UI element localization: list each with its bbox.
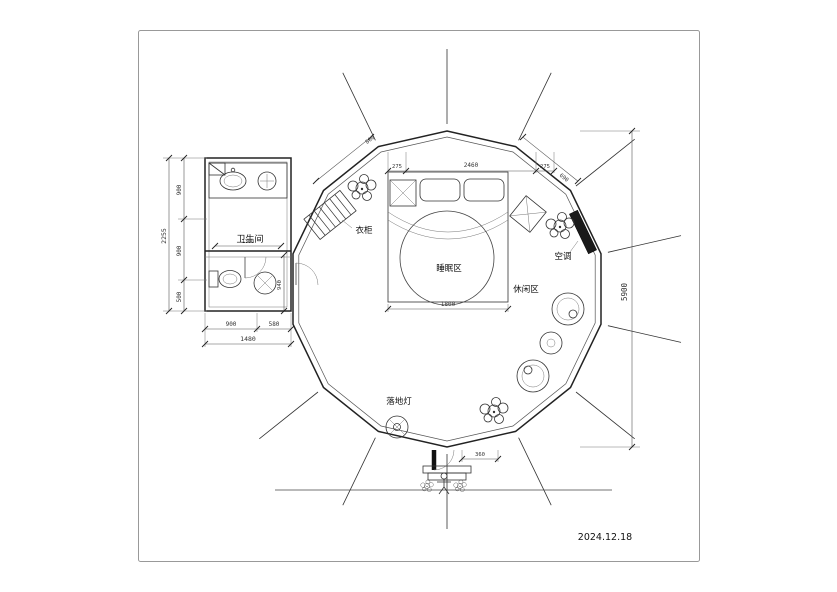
pillow <box>463 178 505 202</box>
date-stamp: 2024.12.18 <box>578 532 632 543</box>
label-floor-lamp: 落地灯 <box>386 396 412 407</box>
dim-top-slant-right: 690 <box>558 173 569 184</box>
text-layer: 5900 2255 900 900 500 900 580 1480 940 1… <box>160 135 632 543</box>
toilet-tank <box>208 270 219 288</box>
wardrobe-hatch <box>303 189 357 241</box>
wardrobe-leader <box>341 219 353 229</box>
nightstand-icon <box>389 179 417 207</box>
entry-step <box>427 472 467 481</box>
bed <box>387 171 509 306</box>
label-sleeping-area: 睡眠区 <box>436 264 462 274</box>
dim-bathroom-total-height: 2255 <box>160 228 168 244</box>
dim-top-center-span: 2460 <box>464 162 479 169</box>
entrance <box>420 449 472 495</box>
side-table-icon <box>509 195 547 233</box>
dim-bathroom-total-width: 1480 <box>240 335 256 343</box>
label-air-conditioner: 空调 <box>554 251 571 262</box>
dim-top-right-offset: 275 <box>540 164 550 170</box>
label-wardrobe: 衣柜 <box>355 225 373 236</box>
dim-top-slant-left: 800 <box>365 135 376 146</box>
ac-unit <box>569 209 597 255</box>
dim-entrance-width: 360 <box>475 452 485 458</box>
bathroom <box>204 157 319 312</box>
dimension-lines <box>163 127 640 463</box>
bathroom-inner-door-arc <box>244 256 267 279</box>
pillow <box>419 178 461 202</box>
round-table <box>539 331 563 355</box>
armchair <box>516 359 550 393</box>
dim-overall-height: 5900 <box>620 282 629 301</box>
dim-bathroom-seg-mid: 900 <box>176 245 183 256</box>
dim-bathroom-seg-bottom: 500 <box>176 291 183 302</box>
dim-top-left-offset: 275 <box>392 164 402 170</box>
bathroom-door-arc <box>295 262 319 286</box>
dim-bathroom-lower-height: 940 <box>277 280 283 290</box>
floor-lamp-symbol <box>385 415 409 439</box>
dim-bathroom-width-left: 900 <box>226 321 237 328</box>
dim-bed-width: 1800 <box>441 301 456 308</box>
dim-bathroom-seg-top: 900 <box>176 184 183 195</box>
armchair <box>551 292 585 326</box>
bathroom-counter <box>208 162 288 199</box>
shower-drain <box>257 171 277 191</box>
dim-bathroom-width-right: 580 <box>269 321 280 328</box>
door-swing-arc <box>433 449 455 471</box>
toilet-bowl <box>218 270 242 288</box>
ac-leader <box>569 240 579 253</box>
leisure-chairs <box>516 292 585 393</box>
center-rug-circle <box>399 210 495 306</box>
dim-bathroom-inner-width: 1300 <box>242 239 254 245</box>
person-icon <box>437 472 451 495</box>
label-leisure-area: 休闲区 <box>513 284 539 295</box>
label-bathroom: 卫生间 <box>236 233 263 245</box>
label-mask <box>429 262 469 274</box>
